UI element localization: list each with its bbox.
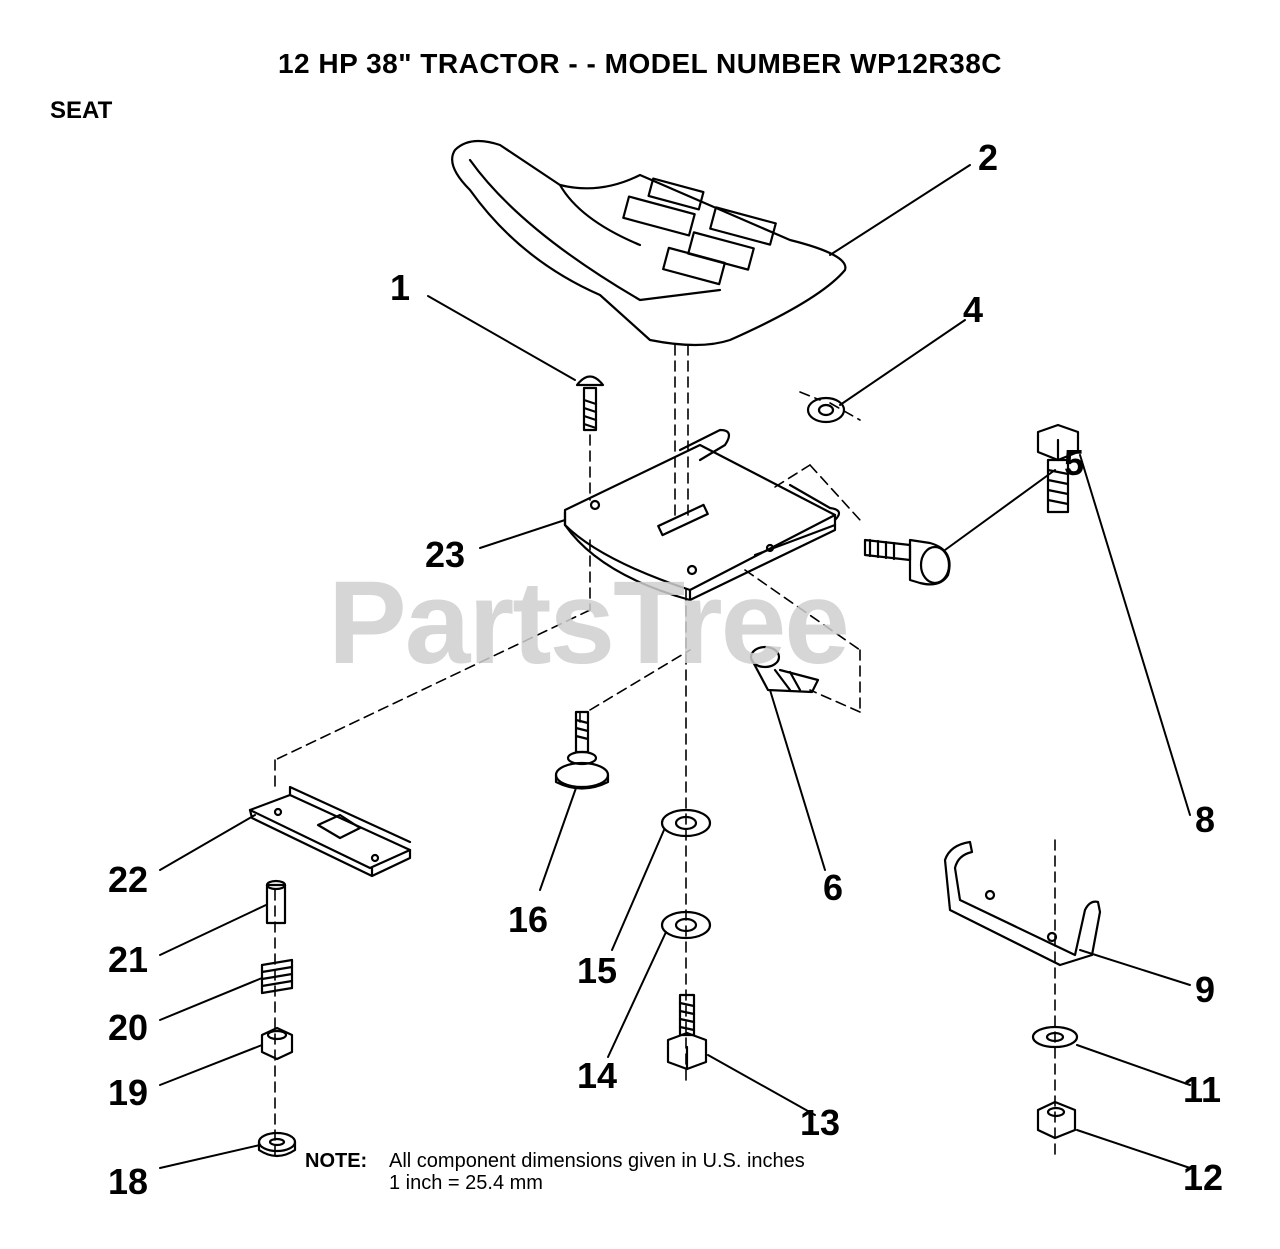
note-label: NOTE: xyxy=(305,1150,368,1172)
callout-14: 14 xyxy=(577,1055,618,1096)
callout-23: 23 xyxy=(425,534,466,575)
seat-part xyxy=(451,139,847,347)
section-label: SEAT xyxy=(50,97,113,124)
callout-19: 19 xyxy=(108,1072,149,1113)
callout-2: 2 xyxy=(978,137,999,178)
callout-8: 8 xyxy=(1195,799,1216,840)
callout-11: 11 xyxy=(1183,1069,1222,1110)
dimension-note: NOTE: All component dimensions given in U… xyxy=(305,1150,805,1194)
callout-15: 15 xyxy=(577,950,618,991)
callout-22: 22 xyxy=(108,859,149,900)
washer-11-part xyxy=(1031,1025,1079,1049)
callout-5: 5 xyxy=(1064,442,1085,483)
carriage-bolt-part xyxy=(575,375,605,432)
callout-12: 12 xyxy=(1183,1157,1224,1198)
lock-nut-part xyxy=(1036,1100,1077,1140)
slide-plate-part xyxy=(248,785,412,878)
callout-4: 4 xyxy=(963,289,984,330)
page-title: 12 HP 38" TRACTOR - - MODEL NUMBER WP12R… xyxy=(277,48,1002,79)
clip-part xyxy=(749,645,820,694)
callout-20: 20 xyxy=(108,1007,149,1048)
pin-part xyxy=(265,879,287,925)
watermark: PartsTree xyxy=(328,557,850,689)
callout-18: 18 xyxy=(108,1161,149,1202)
washer-15-part xyxy=(660,808,712,838)
callout-21: 21 xyxy=(108,939,149,980)
hex-bolt-8-part xyxy=(1036,423,1080,514)
spring-part xyxy=(260,958,294,995)
seat-pan-part xyxy=(563,428,841,602)
nut-19-part xyxy=(260,1026,294,1061)
callout-13: 13 xyxy=(800,1102,841,1143)
bracket-part xyxy=(943,840,1102,967)
leader-lines xyxy=(159,164,1191,1169)
flange-nut-part xyxy=(257,1131,297,1158)
washer-14-part xyxy=(660,910,712,940)
callout-1: 1 xyxy=(390,267,411,308)
note-line-1: All component dimensions given in U.S. i… xyxy=(389,1150,805,1172)
shoulder-bolt-16-part xyxy=(554,710,610,790)
callout-6: 6 xyxy=(823,867,844,908)
shoulder-bolt-part xyxy=(863,538,951,586)
nut-part xyxy=(806,396,846,424)
callout-16: 16 xyxy=(508,899,549,940)
note-line-2: 1 inch = 25.4 mm xyxy=(389,1172,543,1194)
callout-9: 9 xyxy=(1195,969,1216,1010)
hex-bolt-13-part xyxy=(666,993,708,1071)
